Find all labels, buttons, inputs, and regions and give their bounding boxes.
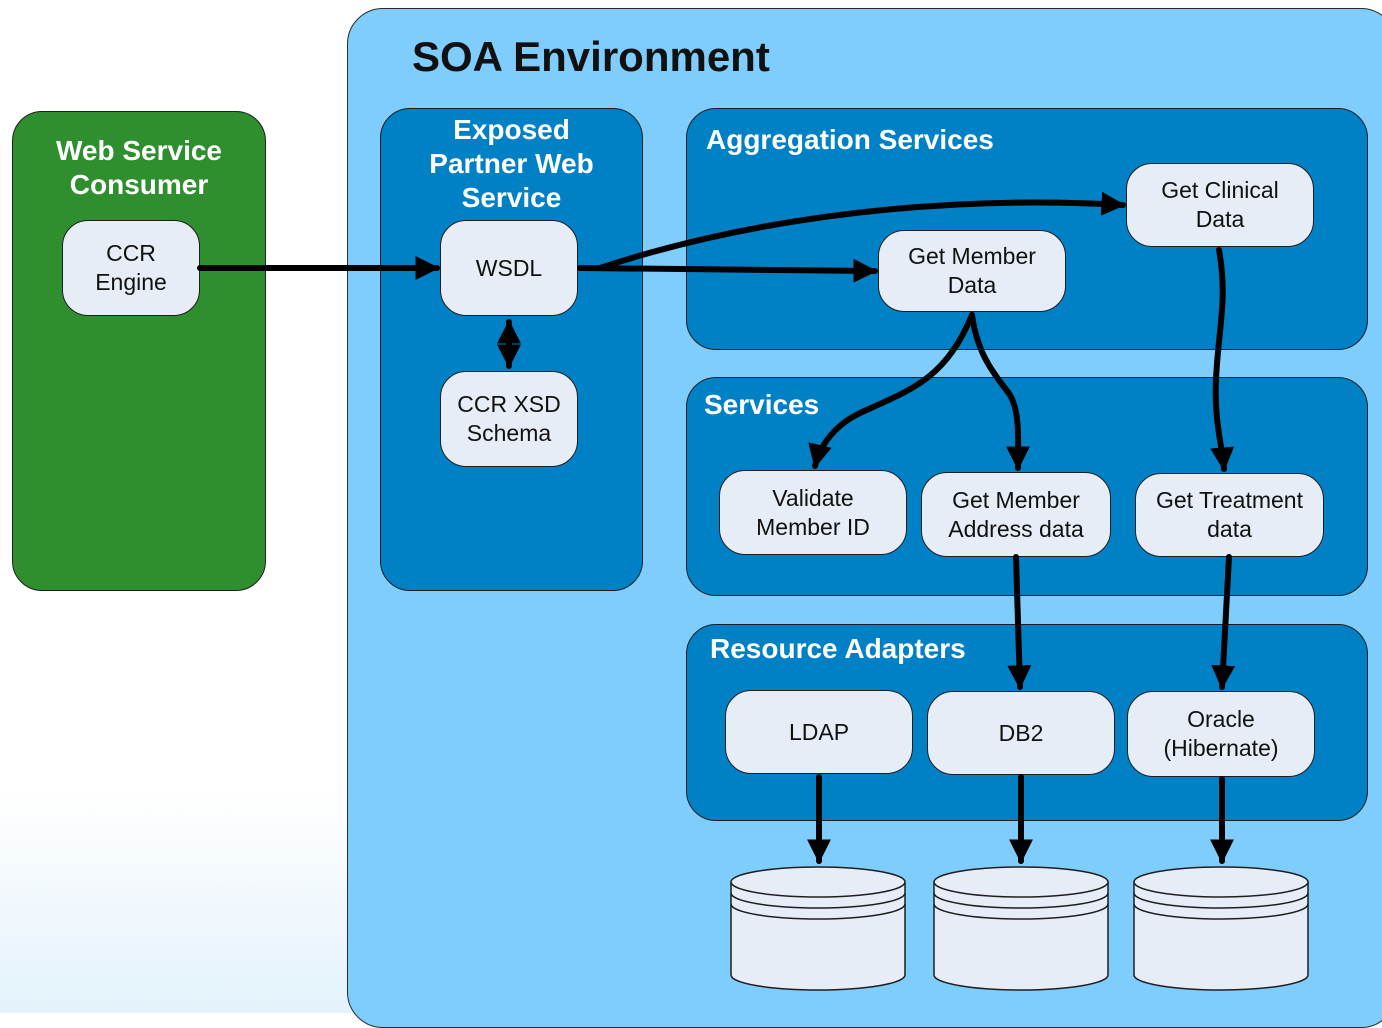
services-title: Services bbox=[704, 389, 820, 420]
arrow-wsdl-to-get-member-data bbox=[577, 258, 878, 283]
arrow-wsdl-to-get-clinical-data bbox=[597, 191, 1126, 271]
validate-member-id-node: Validate Member ID bbox=[719, 470, 907, 555]
soa-environment-title: SOA Environment bbox=[412, 33, 770, 80]
database-oracle bbox=[1133, 866, 1309, 991]
web-service-consumer-title: Web Service Consumer bbox=[55, 135, 223, 200]
exposed-partner-web-service-title: Exposed Partner Web Service bbox=[429, 114, 594, 213]
ldap-node: LDAP bbox=[725, 690, 913, 774]
resource-adapters-title: Resource Adapters bbox=[710, 633, 966, 664]
get-member-address-data-node: Get Member Address data bbox=[921, 472, 1111, 557]
arrow-member-to-address bbox=[969, 312, 1031, 471]
get-clinical-data-node: Get Clinical Data bbox=[1126, 163, 1314, 247]
ccr-engine-node: CCR Engine bbox=[62, 220, 200, 316]
aggregation-services-title: Aggregation Services bbox=[706, 124, 994, 155]
wsdl-node: WSDL bbox=[440, 220, 578, 316]
web-service-consumer-panel: Web Service Consumer bbox=[12, 111, 266, 591]
arrow-treatment-to-oracle bbox=[1211, 554, 1236, 690]
arrow-clinical-to-treatment bbox=[1210, 247, 1235, 472]
arrow-member-to-validate bbox=[808, 312, 975, 469]
database-db2 bbox=[933, 866, 1109, 991]
arrow-address-to-db2 bbox=[1007, 554, 1032, 690]
ccr-xsd-schema-node: CCR XSD Schema bbox=[440, 371, 578, 467]
database-ldap bbox=[730, 866, 906, 991]
get-member-data-node: Get Member Data bbox=[878, 230, 1066, 312]
oracle-hibernate-node: Oracle (Hibernate) bbox=[1127, 691, 1315, 777]
